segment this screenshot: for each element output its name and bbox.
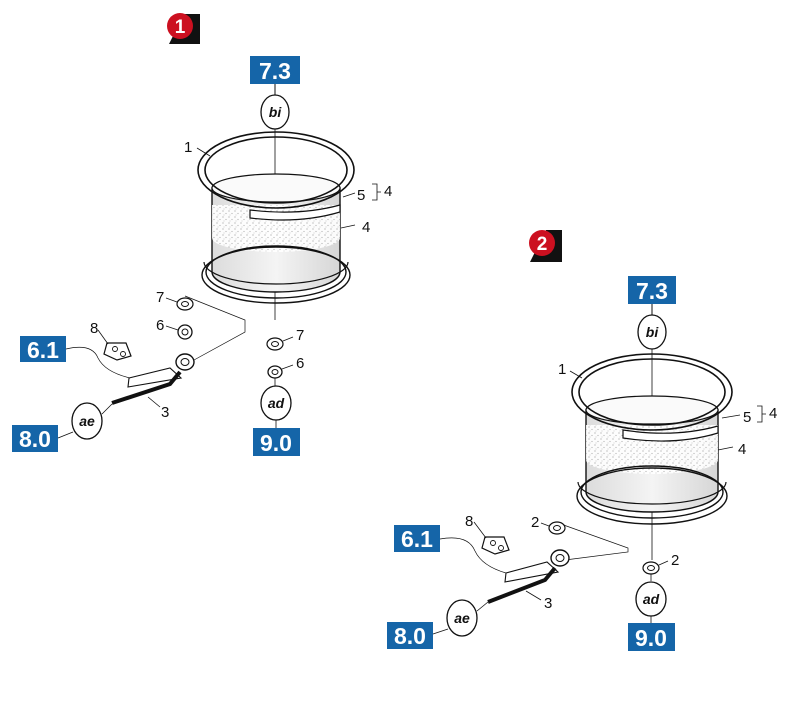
badge-number: 2 xyxy=(537,234,548,255)
part-number: 4 xyxy=(362,219,370,236)
reference-label: 8.0 xyxy=(19,426,51,452)
diagram-2: 2 7.3 bi 1 5 4 4 2 xyxy=(387,230,777,651)
diagram-badge: 2 xyxy=(529,230,562,262)
part-number: 6 xyxy=(156,317,164,334)
reference-label: 8.0 xyxy=(394,623,426,649)
reference-label: 6.1 xyxy=(401,526,433,552)
callout-oval[interactable] xyxy=(446,599,478,637)
seal-ring xyxy=(197,131,355,209)
callout-oval-label: ad xyxy=(643,591,660,607)
reference-box[interactable] xyxy=(387,622,433,649)
part-number: 4 xyxy=(769,405,777,422)
diagram-badge: 1 xyxy=(167,13,200,44)
mounting-bracket xyxy=(103,342,132,361)
reference-label: 9.0 xyxy=(260,430,292,456)
mounting-bracket xyxy=(481,536,510,555)
seal-ring xyxy=(571,353,733,431)
part-number: 4 xyxy=(384,183,392,200)
part-number: 2 xyxy=(671,552,679,569)
ground-cable xyxy=(487,549,570,604)
reference-label: 9.0 xyxy=(635,625,667,651)
callout-oval-label: ae xyxy=(79,413,95,429)
reference-box[interactable] xyxy=(253,428,300,456)
reference-label: 6.1 xyxy=(27,337,59,363)
sealing-strip xyxy=(249,204,341,221)
callout-oval-label: ad xyxy=(268,395,285,411)
part-number: 1 xyxy=(558,361,566,378)
callout-oval-label: ae xyxy=(454,610,470,626)
part-number: 7 xyxy=(156,289,164,306)
part-number: 8 xyxy=(465,513,473,530)
callout-oval[interactable] xyxy=(71,402,103,440)
reference-box[interactable] xyxy=(20,336,66,362)
reference-box[interactable] xyxy=(628,623,675,651)
badge-number: 1 xyxy=(175,17,186,38)
part-number: 7 xyxy=(296,327,304,344)
part-number: 2 xyxy=(531,514,539,531)
ground-cable xyxy=(111,353,195,405)
callout-oval-label: bi xyxy=(646,324,660,340)
reference-box[interactable] xyxy=(250,56,300,84)
part-number: 6 xyxy=(296,355,304,372)
part-number: 5 xyxy=(357,187,365,204)
reference-box[interactable] xyxy=(394,525,440,552)
part-number: 3 xyxy=(544,595,552,612)
reference-box[interactable] xyxy=(12,425,58,452)
part-number: 4 xyxy=(738,441,746,458)
part-number: 8 xyxy=(90,320,98,337)
sealing-strip xyxy=(622,425,719,442)
reference-label: 7.3 xyxy=(636,278,668,304)
reference-box[interactable] xyxy=(628,276,676,304)
part-number: 3 xyxy=(161,404,169,421)
callout-oval-label: bi xyxy=(269,104,283,120)
part-number: 1 xyxy=(184,139,192,156)
diagram-1: 1 7.3 bi 1 5 4 4 xyxy=(12,13,392,456)
reference-label: 7.3 xyxy=(259,58,291,84)
part-number: 5 xyxy=(743,409,751,426)
